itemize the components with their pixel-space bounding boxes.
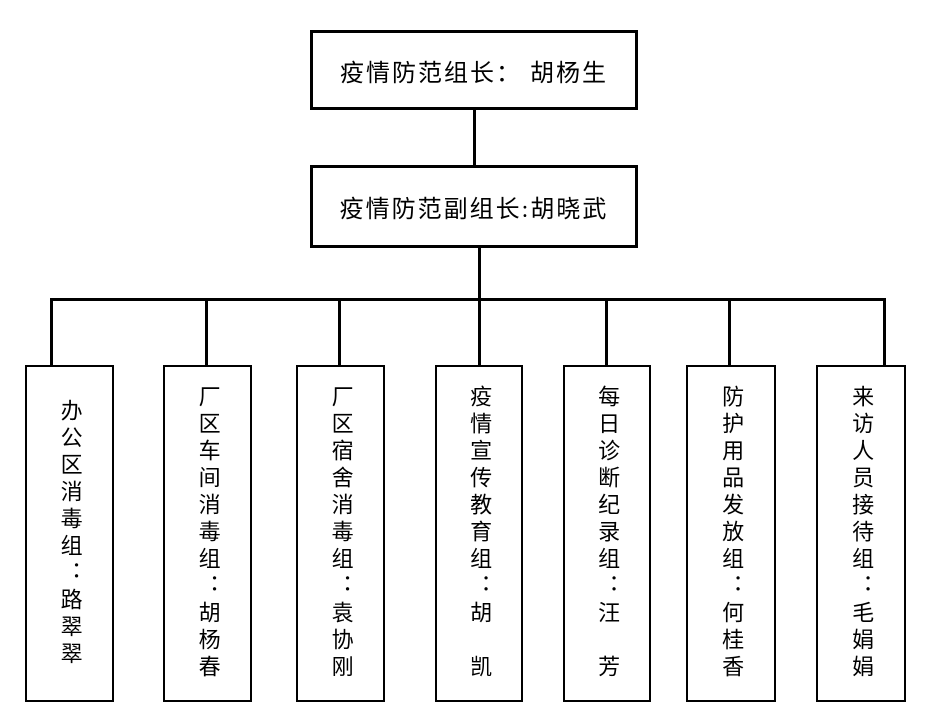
org-node-group-label: 厂区车间消毒组：胡杨春	[195, 385, 221, 682]
connector-root-deputy	[472, 108, 476, 167]
connector-drop-group-1	[50, 300, 53, 365]
org-node-group-workshop-disinfection: 厂区车间消毒组：胡杨春	[163, 365, 252, 702]
org-node-root: 疫情防范组长： 胡杨生	[310, 30, 638, 110]
connector-drop-group-5	[605, 300, 608, 365]
connector-drop-group-3	[338, 300, 341, 365]
org-node-group-label: 防护用品发放组：何桂香	[719, 385, 745, 682]
connector-rail	[50, 298, 886, 301]
org-node-root-label: 疫情防范组长： 胡杨生	[340, 60, 608, 87]
org-node-deputy-label: 疫情防范副组长:胡晓武	[339, 197, 609, 223]
org-node-group-label: 厂区宿舍消毒组：袁协刚	[328, 385, 354, 682]
org-node-group-publicity-education: 疫情宣传教育组：胡 凯	[435, 365, 523, 702]
org-node-deputy: 疫情防范副组长:胡晓武	[310, 165, 638, 248]
org-node-group-dormitory-disinfection: 厂区宿舍消毒组：袁协刚	[296, 365, 385, 702]
org-node-group-visitor-reception: 来访人员接待组：毛娟娟	[816, 365, 906, 702]
org-node-group-label: 疫情宣传教育组：胡 凯	[467, 385, 493, 682]
org-node-group-label: 每日诊断纪录组：汪 芳	[595, 385, 621, 682]
org-node-group-label: 办公区消毒组：路翠翠	[57, 398, 83, 669]
org-node-group-protective-supplies: 防护用品发放组：何桂香	[686, 365, 776, 702]
connector-drop-group-6	[728, 300, 731, 365]
org-node-group-label: 来访人员接待组：毛娟娟	[849, 385, 875, 682]
connector-drop-group-7	[883, 300, 886, 365]
connector-trunk	[478, 246, 481, 365]
connector-drop-group-2	[205, 300, 208, 365]
org-node-group-office-disinfection: 办公区消毒组：路翠翠	[25, 365, 114, 702]
org-node-group-daily-diagnosis-record: 每日诊断纪录组：汪 芳	[563, 365, 651, 702]
